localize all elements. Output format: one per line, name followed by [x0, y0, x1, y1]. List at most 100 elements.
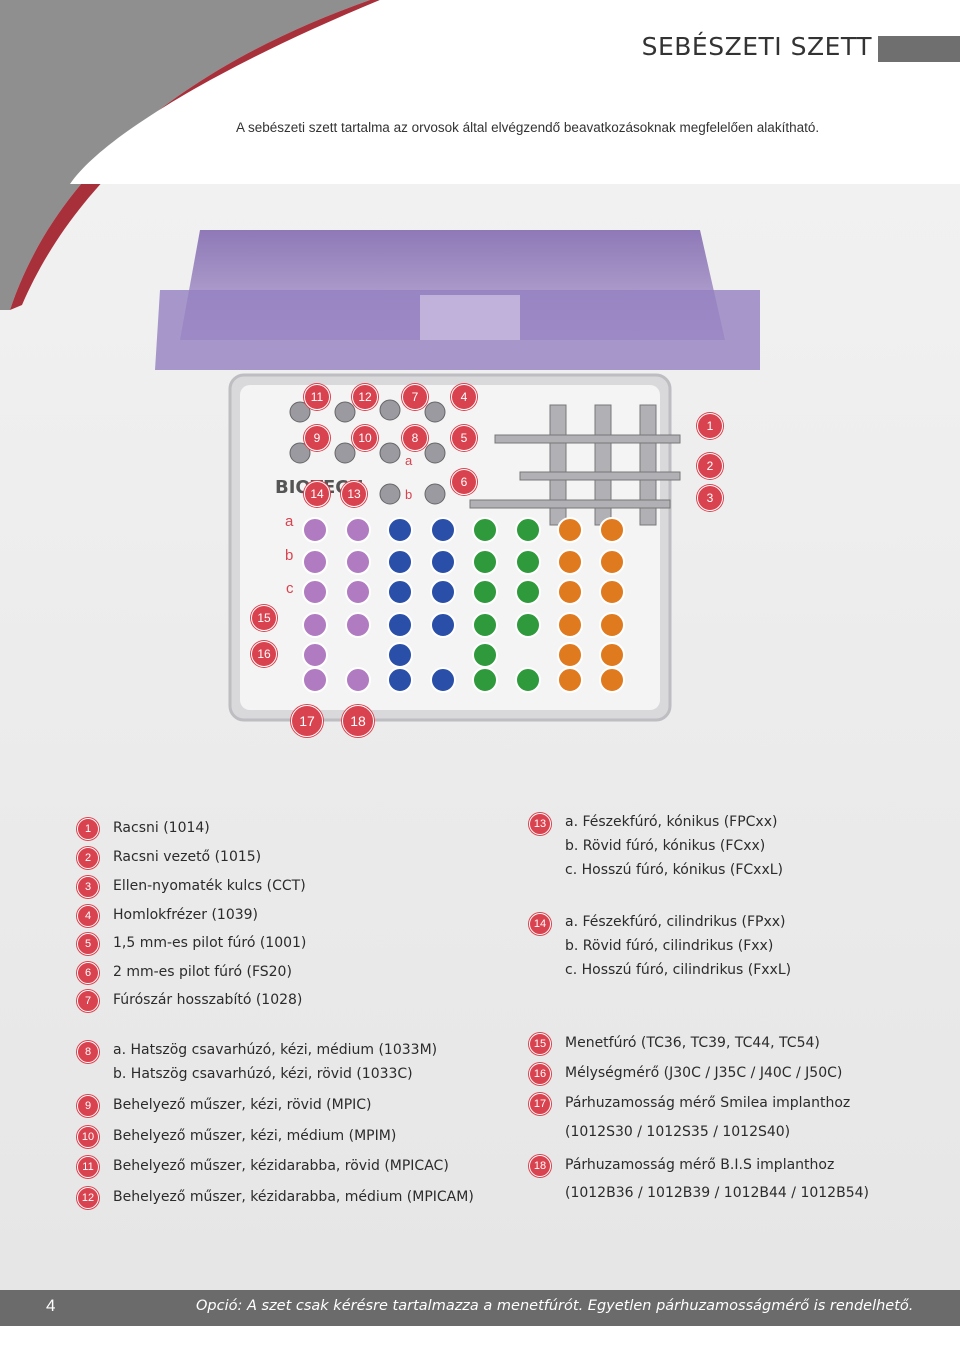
legend-item-8: 8 a. Hatszög csavarhúzó, kézi, médium (10… — [77, 1041, 437, 1086]
drill-head — [557, 667, 583, 693]
legend-text: Behelyező műszer, kézidarabba, rövid (MP… — [113, 1158, 449, 1174]
title-accent-bar — [878, 36, 960, 62]
legend-badge: 10 — [77, 1126, 99, 1148]
legend-text: Homlokfrézer (1039) — [113, 907, 259, 923]
legend-item-16: 16 Mélységmérő (J30C / J35C / J40C / J50C… — [529, 1063, 842, 1085]
drill-head — [430, 517, 456, 543]
legend-text-17-codes: (1012S30 / 1012S35 / 1012S40) — [565, 1124, 791, 1140]
drill-head — [557, 612, 583, 638]
legend-text-multi: a. Fészekfúró, cilindrikus (FPxx) b. Rövi… — [565, 913, 791, 982]
footer-bar — [0, 1290, 960, 1326]
drill-head — [472, 667, 498, 693]
drill-head — [472, 517, 498, 543]
legend-badge: 12 — [77, 1187, 99, 1209]
drill-head — [302, 549, 328, 575]
legend-badge: 14 — [529, 913, 551, 935]
drill-head — [599, 579, 625, 605]
callout-18: 18 — [342, 705, 374, 737]
legend-line: c. Hosszú fúró, cilindrikus (FxxL) — [565, 962, 792, 978]
legend-text: 2 mm-es pilot fúró (FS20) — [113, 964, 292, 980]
legend-item-6: 6 2 mm-es pilot fúró (FS20) — [77, 962, 292, 984]
callout-1: 1 — [697, 413, 723, 439]
legend-badge: 18 — [529, 1155, 551, 1177]
drill-head — [387, 642, 413, 668]
drill-head — [599, 667, 625, 693]
legend-badge: 3 — [77, 876, 99, 898]
legend-badge: 5 — [77, 933, 99, 955]
legend-badge: 11 — [77, 1156, 99, 1178]
row-label-a: a — [285, 513, 294, 530]
callout-7: 7 — [402, 384, 428, 410]
callout-13: 13 — [341, 481, 367, 507]
drill-head — [387, 612, 413, 638]
drill-head — [430, 667, 456, 693]
callout-16: 16 — [251, 641, 277, 667]
drill-head — [472, 549, 498, 575]
legend-item-4: 4 Homlokfrézer (1039) — [77, 905, 258, 927]
drill-head — [557, 579, 583, 605]
drill-head — [387, 667, 413, 693]
legend-badge: 8 — [77, 1041, 99, 1063]
legend-badge: 4 — [77, 905, 99, 927]
drill-head — [515, 549, 541, 575]
callout-9: 9 — [304, 425, 330, 451]
drill-head — [302, 612, 328, 638]
legend-line: b. Rövid fúró, kónikus (FCxx) — [565, 838, 766, 854]
legend-line: a. Fészekfúró, cilindrikus (FPxx) — [565, 914, 786, 930]
drill-head — [387, 579, 413, 605]
callout-15: 15 — [251, 605, 277, 631]
legend-text: Fúrószár hosszabító (1028) — [113, 992, 303, 1008]
drill-head — [472, 612, 498, 638]
legend-badge: 16 — [529, 1063, 551, 1085]
drill-head — [387, 549, 413, 575]
legend-badge: 6 — [77, 962, 99, 984]
drill-head — [387, 517, 413, 543]
callout-label-8a: a — [405, 453, 413, 468]
legend-line: b. Hatszög csavarhúzó, kézi, rövid (1033… — [113, 1066, 413, 1082]
drill-head — [302, 517, 328, 543]
legend-line: a. Fészekfúró, kónikus (FPCxx) — [565, 814, 778, 830]
drill-head — [302, 579, 328, 605]
legend-badge: 2 — [77, 847, 99, 869]
legend-text: Mélységmérő (J30C / J35C / J40C / J50C) — [565, 1065, 843, 1081]
drill-head — [515, 517, 541, 543]
page-number: 4 — [46, 1296, 56, 1315]
legend-badge: 13 — [529, 813, 551, 835]
drill-head — [472, 579, 498, 605]
legend-item-14: 14 a. Fészekfúró, cilindrikus (FPxx) b. Rö… — [529, 913, 791, 982]
drill-head — [302, 667, 328, 693]
legend-text-multi: a. Fészekfúró, kónikus (FPCxx) b. Rövid f… — [565, 813, 783, 882]
legend-badge: 9 — [77, 1095, 99, 1117]
drill-head — [599, 549, 625, 575]
drill-head — [557, 642, 583, 668]
drill-head — [345, 612, 371, 638]
footer-note: Opció: A szet csak kérésre tartalmazza a… — [196, 1298, 914, 1314]
legend-text: Ellen-nyomaték kulcs (CCT) — [113, 878, 306, 894]
callout-label-8b: b — [405, 487, 413, 502]
callout-14: 14 — [304, 481, 330, 507]
drill-head — [557, 517, 583, 543]
drill-head — [599, 612, 625, 638]
page-subtitle: A sebészeti szett tartalma az orvosok ál… — [236, 120, 820, 135]
page-title: SEBÉSZETI SZETT — [641, 32, 872, 61]
callout-6: 6 — [451, 469, 477, 495]
callout-2: 2 — [697, 453, 723, 479]
drill-head — [557, 549, 583, 575]
legend-text-multi: a. Hatszög csavarhúzó, kézi, médium (103… — [113, 1041, 437, 1086]
drill-head — [345, 667, 371, 693]
drill-head — [599, 517, 625, 543]
legend-line: b. Rövid fúró, cilindrikus (Fxx) — [565, 938, 774, 954]
drill-head — [345, 549, 371, 575]
drill-head — [515, 579, 541, 605]
decorative-swoosh — [0, 0, 395, 310]
callout-11: 11 — [304, 384, 330, 410]
legend-text: Menetfúró (TC36, TC39, TC44, TC54) — [565, 1035, 820, 1051]
drill-head — [302, 642, 328, 668]
